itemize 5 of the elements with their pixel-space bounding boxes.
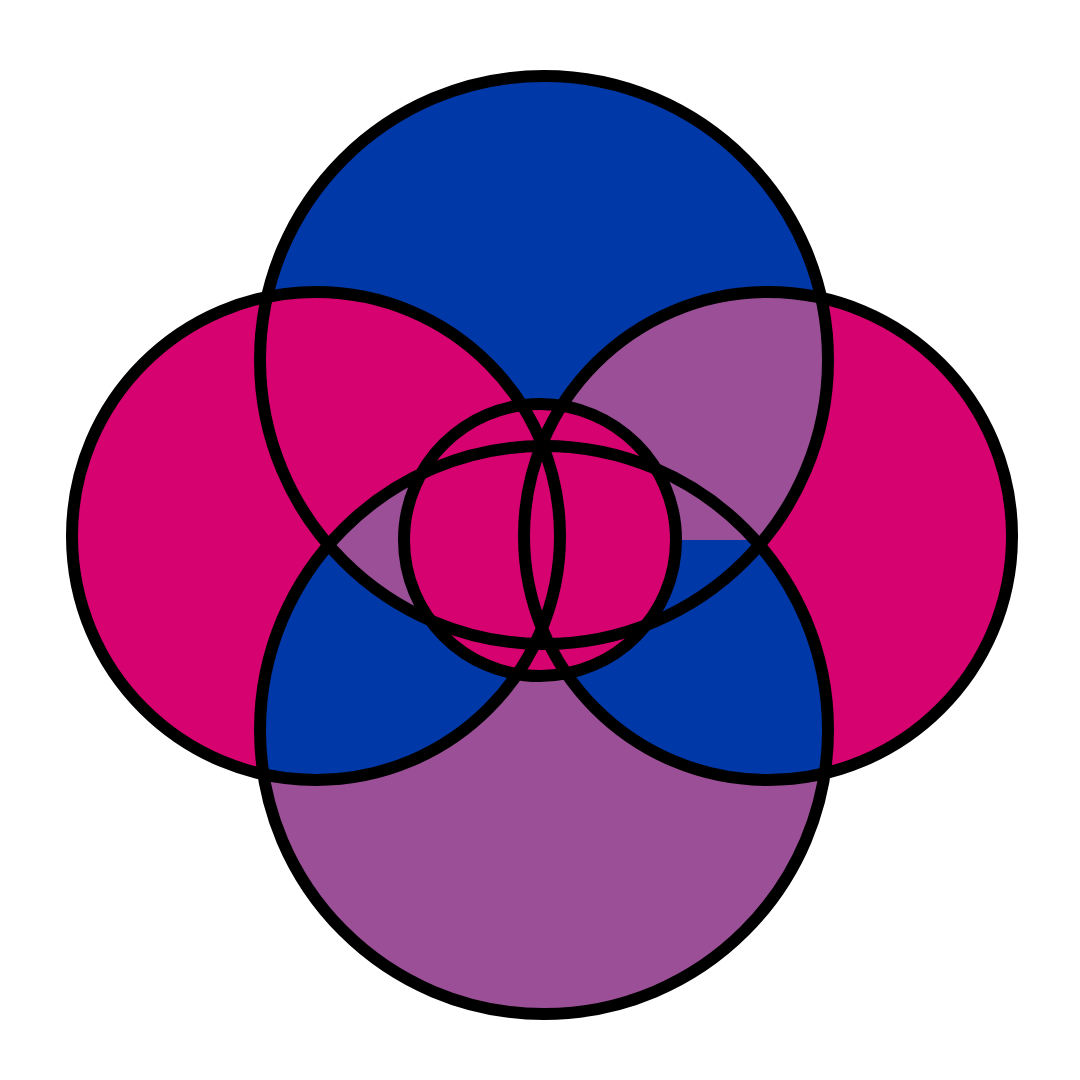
circle-outline	[254, 440, 834, 1020]
circle-outline	[254, 70, 834, 650]
circle-outline	[398, 398, 682, 682]
circle-outline	[518, 286, 1018, 786]
circle-outline	[66, 286, 566, 786]
